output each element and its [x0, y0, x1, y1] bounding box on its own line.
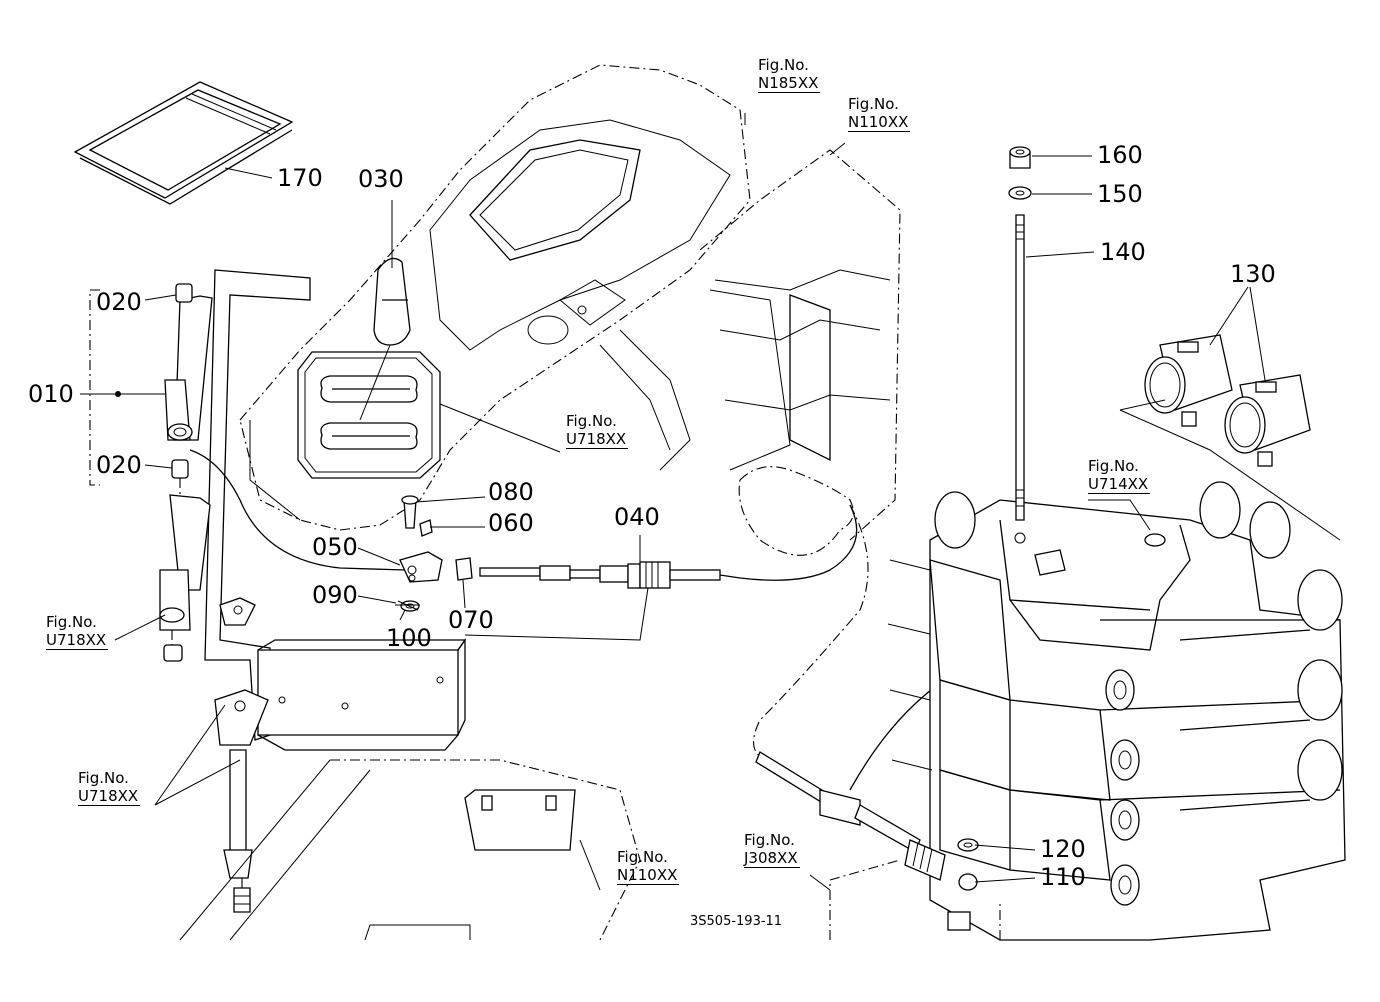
figref-j308xx[interactable]: Fig.No. J308XX	[744, 831, 800, 868]
seat-support-outline	[699, 149, 901, 541]
dashboard-outline	[239, 64, 751, 531]
callout-080[interactable]: 080	[488, 478, 534, 506]
callout-160[interactable]: 160	[1097, 141, 1143, 169]
shift-knob-drawing	[373, 257, 411, 346]
figref-code: U714XX	[1088, 475, 1151, 494]
figref-u718xx-bottom[interactable]: Fig.No. U718XX	[78, 769, 141, 806]
cable-040-drawing	[479, 504, 858, 589]
clevis-assembly	[395, 495, 473, 612]
cable-route-dashed	[753, 504, 869, 761]
figref-label: Fig.No.	[758, 56, 809, 74]
lever-assembly-drawing	[89, 283, 213, 662]
figref-code: U718XX	[78, 787, 141, 806]
figref-label: Fig.No.	[744, 831, 795, 849]
control-valve-block	[829, 481, 1346, 941]
figref-label: Fig.No.	[78, 769, 129, 787]
shift-gate-plate	[297, 351, 441, 479]
leader-lines	[80, 113, 1266, 891]
figref-n110xx-top[interactable]: Fig.No. N110XX	[848, 95, 911, 132]
callout-050[interactable]: 050	[312, 533, 358, 561]
figref-code: U718XX	[566, 430, 629, 449]
callout-120[interactable]: 120	[1040, 835, 1086, 863]
figref-label: Fig.No.	[46, 613, 97, 631]
callout-070[interactable]: 070	[448, 606, 494, 634]
lower-base-outline	[179, 759, 641, 941]
lower-rod	[223, 749, 253, 913]
document-number: 3S505-193-11	[690, 914, 783, 929]
callout-100[interactable]: 100	[386, 624, 432, 652]
callout-010[interactable]: 010	[28, 380, 74, 408]
figref-n110xx-bottom[interactable]: Fig.No. N110XX	[617, 848, 680, 885]
figref-code: J308XX	[744, 849, 800, 868]
callout-170[interactable]: 170	[277, 164, 323, 192]
mounting-bracket	[204, 269, 467, 751]
callout-150[interactable]: 150	[1097, 180, 1143, 208]
valve-cable-drawing	[755, 751, 979, 891]
figref-code: U718XX	[46, 631, 109, 650]
callout-020-top[interactable]: 020	[96, 288, 142, 316]
manual-book-drawing	[73, 81, 294, 205]
figref-u718xx-gate[interactable]: Fig.No. U718XX	[566, 412, 629, 449]
callout-040[interactable]: 040	[614, 503, 660, 531]
callout-060[interactable]: 060	[488, 509, 534, 537]
pipe-clamps	[1119, 334, 1341, 541]
cable-upper	[189, 449, 406, 571]
figref-code: N110XX	[848, 113, 911, 132]
stud-nut-washer	[1008, 146, 1032, 521]
callout-020-bottom[interactable]: 020	[96, 451, 142, 479]
figref-u714xx[interactable]: Fig.No. U714XX	[1088, 457, 1151, 494]
callout-090[interactable]: 090	[312, 581, 358, 609]
callout-030[interactable]: 030	[358, 165, 404, 193]
callout-130[interactable]: 130	[1230, 260, 1276, 288]
figref-n185xx[interactable]: Fig.No. N185XX	[758, 56, 821, 93]
figref-code: N110XX	[617, 866, 680, 885]
callout-110[interactable]: 110	[1040, 863, 1086, 891]
figref-label: Fig.No.	[617, 848, 668, 866]
callout-140[interactable]: 140	[1100, 238, 1146, 266]
figref-u718xx-left[interactable]: Fig.No. U718XX	[46, 613, 109, 650]
figref-label: Fig.No.	[1088, 457, 1139, 475]
figref-label: Fig.No.	[566, 412, 617, 430]
figref-code: N185XX	[758, 74, 821, 93]
figref-label: Fig.No.	[848, 95, 899, 113]
